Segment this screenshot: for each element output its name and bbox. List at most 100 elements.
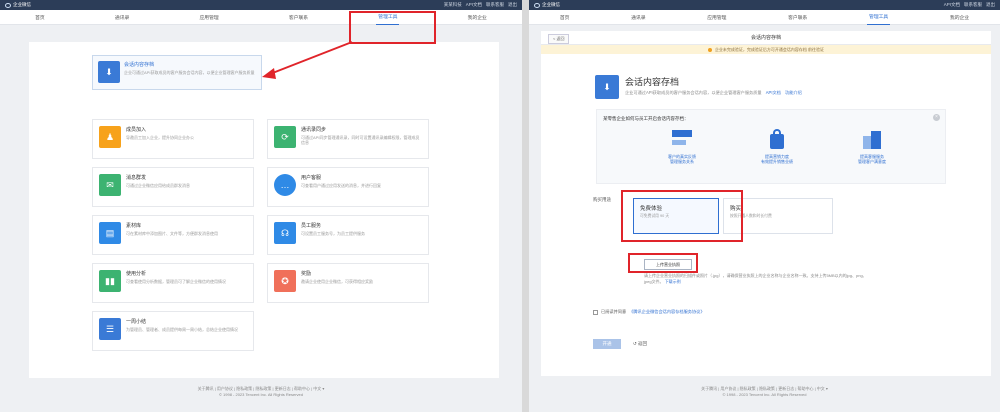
hero: ⬇ 会话内容存档 企业可通过API获取成员的客户服务会话内容，以便企业管理客户服…	[595, 75, 802, 99]
footer-link[interactable]: 隐私政策	[758, 386, 775, 391]
chat-icon: …	[274, 174, 296, 196]
broadcast-icon: ✉	[99, 174, 121, 196]
feature-customer-service[interactable]: … 用户客服可查看用户通过应用发送的消息，并进行回复	[267, 167, 429, 207]
footer-link[interactable]: 帮助中心	[797, 386, 814, 391]
top-bar: 企业微信 某某科技 API文档 联系客服 退出	[0, 0, 522, 10]
feature-rewards[interactable]: ✪ 奖励邀请企业使用企业微信，可获得相应奖励	[267, 263, 429, 303]
feature-intro-link[interactable]: 功能介绍	[785, 90, 802, 95]
footer-link[interactable]: 关于腾讯	[701, 386, 718, 391]
feature-contact-sync[interactable]: ⟳ 通讯录同步可通过API同步管理通讯录，同时可设置通讯录编辑权限，管理成员信息	[267, 119, 429, 159]
shopping-bag-icon	[765, 128, 789, 150]
feature-weekly-summary[interactable]: ☰ 一周小结为管理员、管理者、成员提供每周一周小结，总结企业使用情况	[92, 311, 254, 351]
nav-apps[interactable]: 应用管理	[199, 15, 219, 21]
api-docs-link[interactable]: API文档	[765, 90, 781, 95]
warning-icon	[707, 47, 712, 52]
feature-employee-service[interactable]: ☊ 员工服务可设置员工服务号，为员工提供服务	[267, 215, 429, 255]
logout-link[interactable]: 退出	[986, 2, 995, 7]
page-title: 会话内容存档	[750, 35, 781, 41]
copyright: © 1998 - 2023 Tencent Inc. All Rights Re…	[218, 392, 304, 397]
footer-link[interactable]: 隐私政策	[236, 386, 253, 391]
company-name: 某某科技	[443, 2, 462, 7]
top-bar: 企业微信 API文档 联系客服 退出	[529, 0, 1000, 10]
logo: 企业微信	[5, 2, 31, 8]
nav-contacts[interactable]: 通讯录	[631, 15, 646, 21]
nav-admin-tools[interactable]: 管理工具	[867, 9, 891, 25]
agreement-link[interactable]: 《腾讯企业微信会话内容存档服务协议》	[629, 309, 705, 314]
cancel-button[interactable]: ↺ 返回	[633, 341, 648, 346]
admin-tools-card: ⬇ 会话内容存档 企业可通过API获取成员的客户服务会话内容，以便企业管理客户服…	[29, 42, 499, 378]
feature-material-library[interactable]: ▤ 素材库可在素材库中添加图片、文件等，方便群发消息使用	[92, 215, 254, 255]
footer-link[interactable]: 隐私政策	[255, 386, 272, 391]
profile-card-icon	[670, 128, 694, 150]
nav-customers[interactable]: 客户联系	[788, 15, 808, 21]
footer: 关于腾讯 | 用户协议 | 隐私政策 | 隐私政策 | 更新日志 | 帮助中心 …	[0, 386, 522, 398]
people-icon: ♟	[99, 126, 121, 148]
logout-link[interactable]: 退出	[508, 2, 517, 7]
footer-link[interactable]: 帮助中心	[293, 386, 310, 391]
language-select[interactable]: 中文	[816, 386, 825, 391]
api-docs-link[interactable]: API文档	[465, 2, 482, 7]
footer-link[interactable]: 用户协议	[216, 386, 233, 391]
scenario-item: 客户的真实反馈 管理服务关系	[652, 128, 712, 164]
agreement: 已阅读并同意 《腾讯企业微信会话内容存档服务协议》	[593, 309, 705, 315]
feature-usage-analysis[interactable]: ▮▮ 使用分析可查看使用分析数据，管理员可了解企业微信的使用情况	[92, 263, 254, 303]
scenarios-panel: 某零售企业如何与员工开启会话内容存档： × 客户的真实反馈 管理服务关系 提高营…	[596, 109, 946, 184]
feature-member-join[interactable]: ♟ 成员加入导邀员工加入企业，提升协同企业办公	[92, 119, 254, 159]
sample-link[interactable]: 下载示例	[664, 278, 681, 284]
contact-support-link[interactable]: 联系客服	[486, 2, 504, 7]
nav-admin-tools[interactable]: 管理工具	[376, 9, 400, 25]
nav-contacts[interactable]: 通讯录	[114, 15, 130, 21]
nav-home[interactable]: 首页	[35, 15, 45, 21]
main-nav: 首页 通讯录 应用管理 客户联系 管理工具 我的企业	[0, 10, 522, 25]
enable-button[interactable]: 开通	[593, 339, 621, 349]
annotation-box-upload	[628, 253, 698, 273]
clipboard-icon: ☰	[99, 318, 121, 340]
user-sync-icon: ⟳	[274, 126, 296, 148]
upload-description: 请上传企业营业执照的扫描件或照片（.jpg），请确保营业执照上的企业名称与企业名…	[644, 273, 867, 284]
hero-desc: 企业可通过API获取成员的客户服务会话内容，以便企业管理客户服务质量	[625, 90, 762, 95]
session-archive-feature[interactable]: ⬇ 会话内容存档 企业可通过API获取成员的客户服务会话内容，以便企业管理客户服…	[92, 55, 262, 90]
agree-checkbox[interactable]	[593, 309, 598, 315]
nav-my-company[interactable]: 我的企业	[467, 15, 487, 21]
upload-license-button[interactable]: 上传营业执照	[644, 259, 692, 270]
wecom-logo-icon	[5, 2, 11, 8]
nav-home[interactable]: 首页	[559, 15, 570, 21]
footer-link[interactable]: 隐私政策	[739, 386, 756, 391]
footer: 关于腾讯 | 用户协议 | 隐私政策 | 隐私政策 | 更新日志 | 帮助中心 …	[529, 386, 1000, 398]
annotation-box-free-trial	[621, 190, 743, 242]
right-screenshot: 企业微信 API文档 联系客服 退出 首页 通讯录 应用管理 客户联系 管理工具…	[529, 0, 1000, 412]
free-trial-option[interactable]: 免费体验 可免费试用 90 天	[633, 198, 719, 234]
back-button[interactable]: < 返回	[548, 34, 570, 44]
purpose-label: 购买用途	[593, 197, 611, 202]
footer-link[interactable]: 关于腾讯	[197, 386, 214, 391]
logo: 企业微信	[534, 2, 560, 8]
headset-icon: ☊	[274, 222, 296, 244]
session-archive-card: < 返回 会话内容存档 企业未完成验证，完成验证后方可开通会话内容存档 前往验证…	[541, 31, 991, 376]
scenario-item: 提高营销力度 有效提升销售业绩	[747, 128, 807, 164]
language-select[interactable]: 中文	[313, 386, 322, 391]
copyright: © 1998 - 2023 Tencent Inc. All Rights Re…	[722, 392, 807, 397]
bars-icon: ▮▮	[99, 270, 121, 292]
annotation-arrow	[262, 41, 353, 79]
api-docs-link[interactable]: API文档	[943, 2, 960, 7]
nav-my-company[interactable]: 我的企业	[949, 15, 970, 21]
download-icon: ⬇	[595, 75, 619, 99]
scenarios-title: 某零售企业如何与员工开启会话内容存档：	[603, 116, 689, 121]
page-header: < 返回 会话内容存档	[541, 31, 991, 45]
footer-link[interactable]: 用户协议	[720, 386, 737, 391]
feature-broadcast[interactable]: ✉ 消息群发可通过企业微信应用给成员群发消息	[92, 167, 254, 207]
medal-icon: ✪	[274, 270, 296, 292]
annotation-box-admin-tools	[349, 11, 436, 44]
contact-support-link[interactable]: 联系客服	[964, 2, 982, 7]
verification-notice: 企业未完成验证，完成验证后方可开通会话内容存档 前往验证	[541, 45, 991, 54]
close-icon[interactable]: ×	[933, 114, 940, 121]
left-screenshot: 企业微信 某某科技 API文档 联系客服 退出 首页 通讯录 应用管理 客户联系…	[0, 0, 522, 412]
footer-link[interactable]: 更新日志	[778, 386, 795, 391]
footer-link[interactable]: 更新日志	[274, 386, 291, 391]
main-nav: 首页 通讯录 应用管理 客户联系 管理工具 我的企业	[529, 10, 1000, 25]
nav-apps[interactable]: 应用管理	[707, 15, 727, 21]
scenario-item: 提高客服服务 管理客户满意度	[842, 128, 902, 164]
wecom-logo-icon	[534, 2, 540, 8]
hero-title: 会话内容存档	[625, 77, 680, 87]
nav-customers[interactable]: 客户联系	[288, 15, 309, 21]
